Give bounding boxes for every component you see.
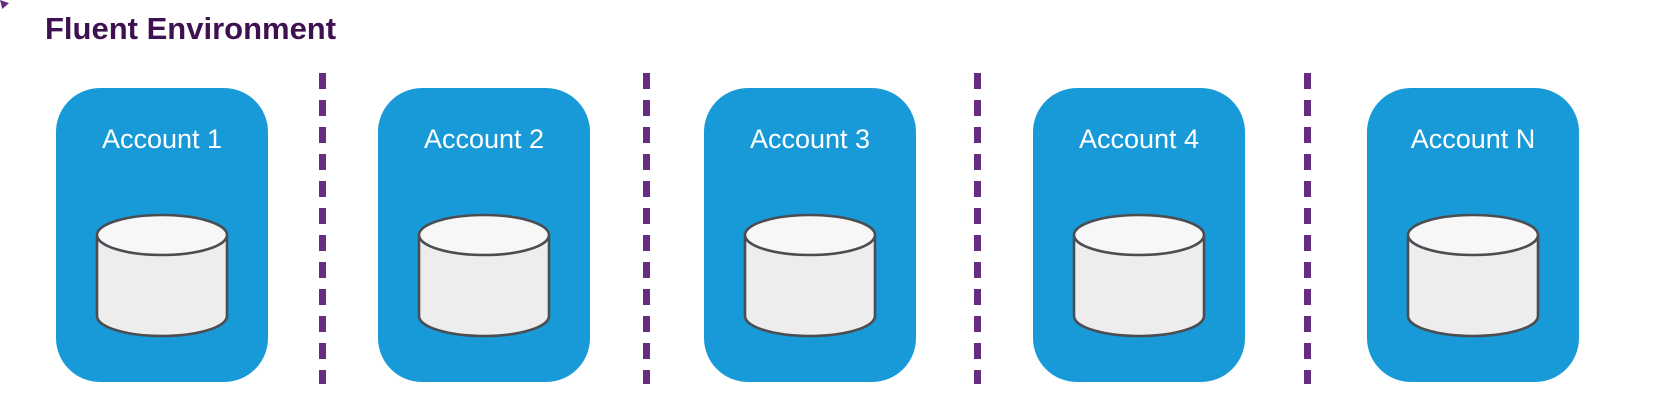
dashed-separator bbox=[643, 73, 650, 384]
corner-arrow-fragment bbox=[0, 0, 9, 9]
database-cylinder-icon bbox=[1406, 213, 1540, 338]
dashed-separator bbox=[1304, 73, 1311, 384]
account-3-node: Account 3 bbox=[704, 88, 916, 382]
account-label: Account 4 bbox=[1078, 124, 1200, 154]
database-cylinder-icon bbox=[743, 213, 877, 338]
dashed-separator bbox=[319, 73, 326, 384]
account-label: Account N bbox=[1410, 124, 1536, 154]
page-title: Fluent Environment bbox=[45, 11, 337, 46]
database-cylinder-icon bbox=[1072, 213, 1206, 338]
database-cylinder-icon bbox=[417, 213, 551, 338]
account-n-node: Account N bbox=[1367, 88, 1579, 382]
account-1-node: Account 1 bbox=[56, 88, 268, 382]
database-cylinder-icon bbox=[95, 213, 229, 338]
account-label: Account 2 bbox=[423, 124, 545, 154]
dashed-separator bbox=[974, 73, 981, 384]
account-label: Account 3 bbox=[749, 124, 871, 154]
account-4-node: Account 4 bbox=[1033, 88, 1245, 382]
account-2-node: Account 2 bbox=[378, 88, 590, 382]
account-label: Account 1 bbox=[101, 124, 223, 154]
